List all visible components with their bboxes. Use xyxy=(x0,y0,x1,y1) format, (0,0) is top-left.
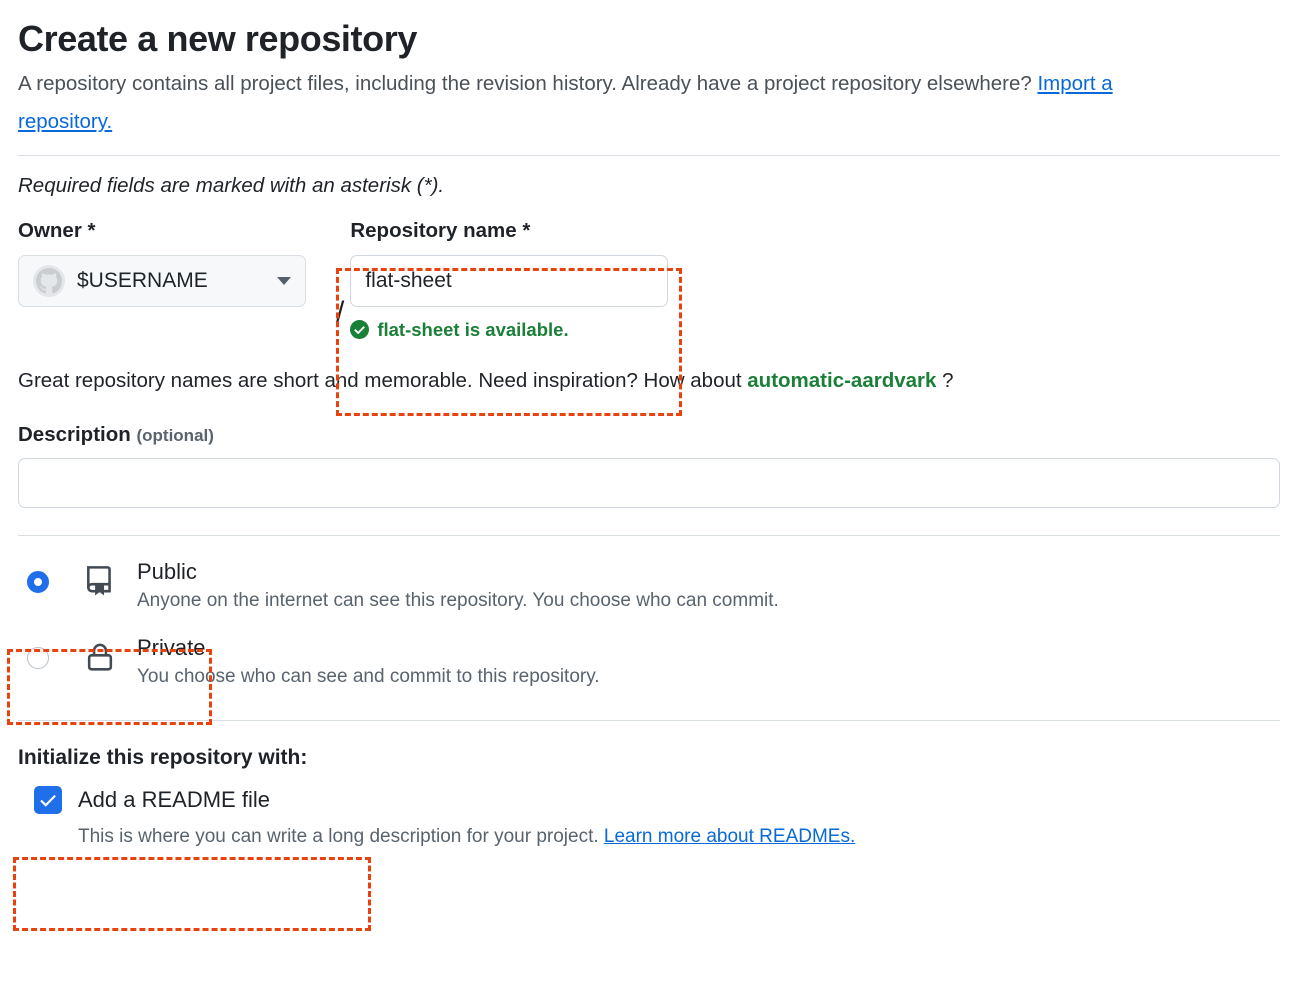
description-input[interactable] xyxy=(18,457,1280,508)
repository-name-availability: flat-sheet is available. xyxy=(350,319,668,341)
repository-name-input[interactable] xyxy=(350,254,669,307)
private-description: You choose who can see and commit to thi… xyxy=(137,666,600,688)
owner-label: Owner * xyxy=(18,219,96,243)
inspiration-line: Great repository names are short and mem… xyxy=(18,369,1280,393)
owner-username: $USERNAME xyxy=(77,268,208,292)
owner-field-group: Owner * $USERNAME xyxy=(18,220,336,307)
readme-label: Add a README file xyxy=(78,787,270,813)
initialize-title: Initialize this repository with: xyxy=(18,746,308,770)
readme-checkbox-row[interactable]: Add a README file xyxy=(18,786,1280,815)
book-icon xyxy=(81,564,119,598)
github-octocat-icon xyxy=(33,264,65,297)
page-intro: A repository contains all project files,… xyxy=(18,65,1198,141)
suggested-repo-name[interactable]: automatic-aardvark xyxy=(747,368,937,392)
chevron-down-icon xyxy=(277,276,291,285)
check-circle-fill-icon xyxy=(350,320,370,340)
inspiration-prefix: Great repository names are short and mem… xyxy=(18,368,748,392)
owner-and-name-row: Owner * $USERNAME / Repository name * xyxy=(18,220,1280,341)
readme-learn-more-link[interactable]: Learn more about READMEs. xyxy=(603,826,856,848)
page-title: Create a new repository xyxy=(18,18,417,59)
description-optional-tag: (optional) xyxy=(136,425,214,445)
description-label-text: Description xyxy=(18,422,131,446)
public-option-text: Public Anyone on the internet can see th… xyxy=(137,558,779,614)
check-icon xyxy=(40,795,56,807)
divider-visibility xyxy=(18,534,1280,536)
repository-name-field-group: Repository name * flat-sheet is availabl… xyxy=(350,219,669,341)
description-label: Description (optional) xyxy=(18,423,1280,447)
import-repository-link[interactable]: Import a repository. xyxy=(18,72,1113,134)
availability-text: flat-sheet is available. xyxy=(377,318,569,340)
readme-checkbox[interactable] xyxy=(34,786,62,815)
annotation-box-initialize-readme xyxy=(13,857,371,931)
readme-description: This is where you can write a long descr… xyxy=(78,826,1280,848)
public-description: Anyone on the internet can see this repo… xyxy=(137,590,779,612)
private-label: Private xyxy=(137,634,206,660)
page-intro-text: A repository contains all project files,… xyxy=(18,72,1038,96)
private-option-text: Private You choose who can see and commi… xyxy=(137,634,600,690)
owner-name-separator: / xyxy=(336,295,345,329)
private-radio[interactable] xyxy=(27,646,49,669)
visibility-option-private[interactable]: Private You choose who can see and commi… xyxy=(18,634,1280,690)
create-repository-page: Create a new repository A repository con… xyxy=(0,18,1298,990)
required-fields-note: Required fields are marked with an aster… xyxy=(18,174,445,198)
repository-name-label: Repository name * xyxy=(350,219,531,243)
readme-description-text: This is where you can write a long descr… xyxy=(78,826,604,848)
public-radio[interactable] xyxy=(27,570,49,593)
inspiration-suffix: ? xyxy=(936,368,954,392)
lock-icon xyxy=(81,640,119,674)
divider-initialize xyxy=(18,720,1280,722)
public-label: Public xyxy=(137,558,197,584)
owner-select[interactable]: $USERNAME xyxy=(18,254,306,307)
divider-top xyxy=(18,155,1280,157)
visibility-option-public[interactable]: Public Anyone on the internet can see th… xyxy=(18,558,1280,614)
